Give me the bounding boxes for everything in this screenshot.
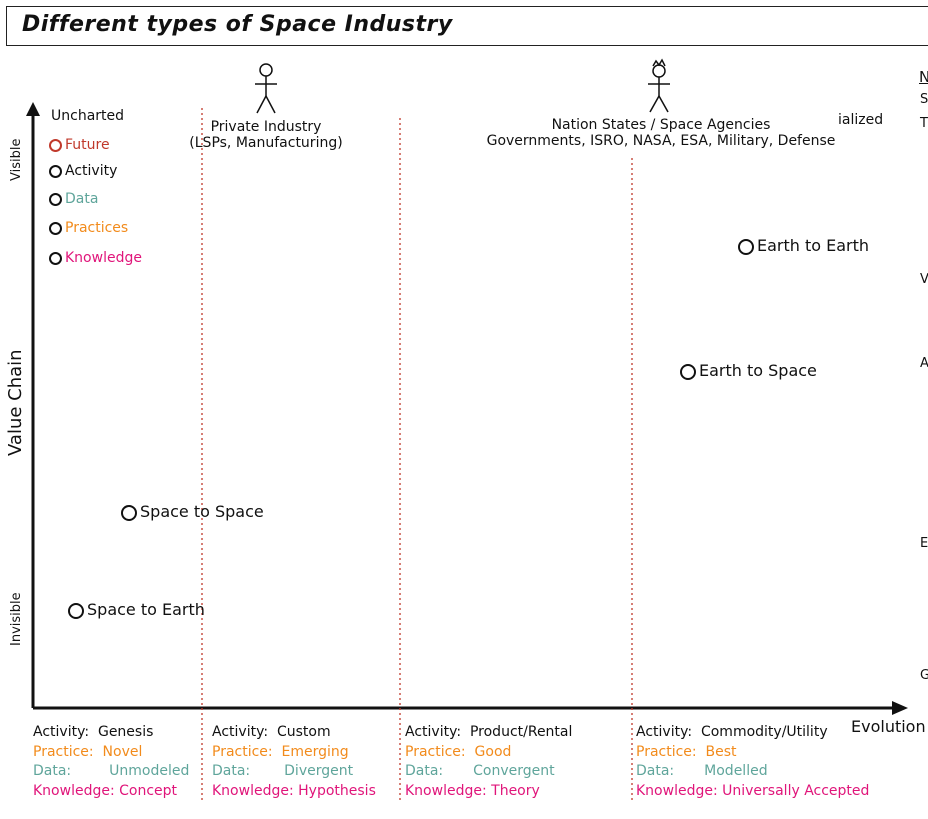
future-circle-icon	[49, 138, 62, 152]
private-industry-subtitle: (LSPs, Manufacturing)	[189, 135, 343, 151]
private-industry-title: Private Industry	[210, 119, 322, 135]
y-axis-arrowhead	[26, 102, 40, 116]
node-space-to-space[interactable]: Space to Space	[121, 502, 264, 521]
activity-circle-icon	[49, 164, 62, 178]
stage-data: Data:Unmodeled	[33, 763, 190, 779]
legend-heading: Uncharted	[51, 108, 125, 124]
legend-item-activity: Activity	[49, 163, 117, 179]
nation-states-label: Nation States / Space Agencies Governmen…	[466, 117, 856, 149]
legend-item-future: Future	[49, 137, 110, 153]
node-circle-icon	[68, 602, 84, 619]
node-circle-icon	[738, 238, 754, 255]
stage-activity: Activity: Genesis	[33, 724, 154, 740]
stage-activity: Activity: Product/Rental	[405, 724, 573, 740]
stage-practice: Practice: Good	[405, 743, 512, 760]
x-axis-label: Evolution	[851, 717, 926, 736]
user-figure-nation-icon	[648, 58, 670, 113]
stage-practice: Practice: Novel	[33, 743, 143, 760]
stage-custom: Activity: Custom Practice: Emerging Data…	[212, 723, 376, 801]
stage-activity: Activity: Custom	[212, 724, 331, 740]
x-axis-arrowhead	[892, 701, 908, 715]
stage-data: Data:Convergent	[405, 763, 555, 779]
right-edge-letter: V	[920, 272, 928, 287]
clipped-label: ialized	[838, 112, 884, 128]
private-industry-label: Private Industry (LSPs, Manufacturing)	[176, 119, 356, 151]
user-figure-private-icon	[255, 63, 277, 114]
stage-knowledge: Knowledge: Theory	[405, 782, 540, 799]
stage-product: Activity: Product/Rental Practice: Good …	[405, 723, 572, 801]
stage-genesis: Activity: Genesis Practice: Novel Data:U…	[33, 723, 189, 801]
practices-circle-icon	[49, 221, 62, 235]
right-edge-letter: N	[919, 68, 928, 86]
legend-item-practices: Practices	[49, 220, 128, 236]
right-edge-letter: A	[920, 356, 928, 371]
data-circle-icon	[49, 192, 62, 206]
node-space-to-earth[interactable]: Space to Earth	[68, 600, 205, 619]
stage-data: Data:Divergent	[212, 763, 354, 779]
stage-activity: Activity: Commodity/Utility	[636, 724, 828, 740]
stage-practice: Practice: Best	[636, 743, 737, 760]
right-edge-letter: T	[920, 116, 928, 131]
y-axis-visible-label: Visible	[9, 138, 24, 181]
legend-item-knowledge: Knowledge	[49, 250, 142, 266]
right-edge-letter: S	[920, 92, 928, 107]
node-earth-to-space[interactable]: Earth to Space	[680, 361, 817, 380]
node-circle-icon	[121, 504, 137, 521]
stage-knowledge: Knowledge: Concept	[33, 782, 178, 799]
node-circle-icon	[680, 363, 696, 380]
map-title: Different types of Space Industry	[22, 12, 453, 37]
legend-item-data: Data	[49, 191, 98, 207]
stage-commodity: Activity: Commodity/Utility Practice: Be…	[636, 723, 869, 801]
right-edge-letter: E	[920, 536, 928, 551]
node-earth-to-earth[interactable]: Earth to Earth	[738, 236, 869, 255]
title-box	[6, 6, 928, 46]
stage-knowledge: Knowledge: Universally Accepted	[636, 782, 870, 799]
stage-data: Data:Modelled	[636, 763, 768, 779]
knowledge-circle-icon	[49, 251, 62, 265]
nation-states-subtitle: Governments, ISRO, NASA, ESA, Military, …	[486, 133, 836, 149]
nation-states-title: Nation States / Space Agencies	[551, 117, 771, 133]
right-edge-letter: G	[920, 668, 928, 683]
y-axis-label: Value Chain	[5, 349, 26, 456]
y-axis-invisible-label: Invisible	[9, 592, 24, 646]
stage-practice: Practice: Emerging	[212, 743, 349, 760]
stage-knowledge: Knowledge: Hypothesis	[212, 782, 376, 799]
